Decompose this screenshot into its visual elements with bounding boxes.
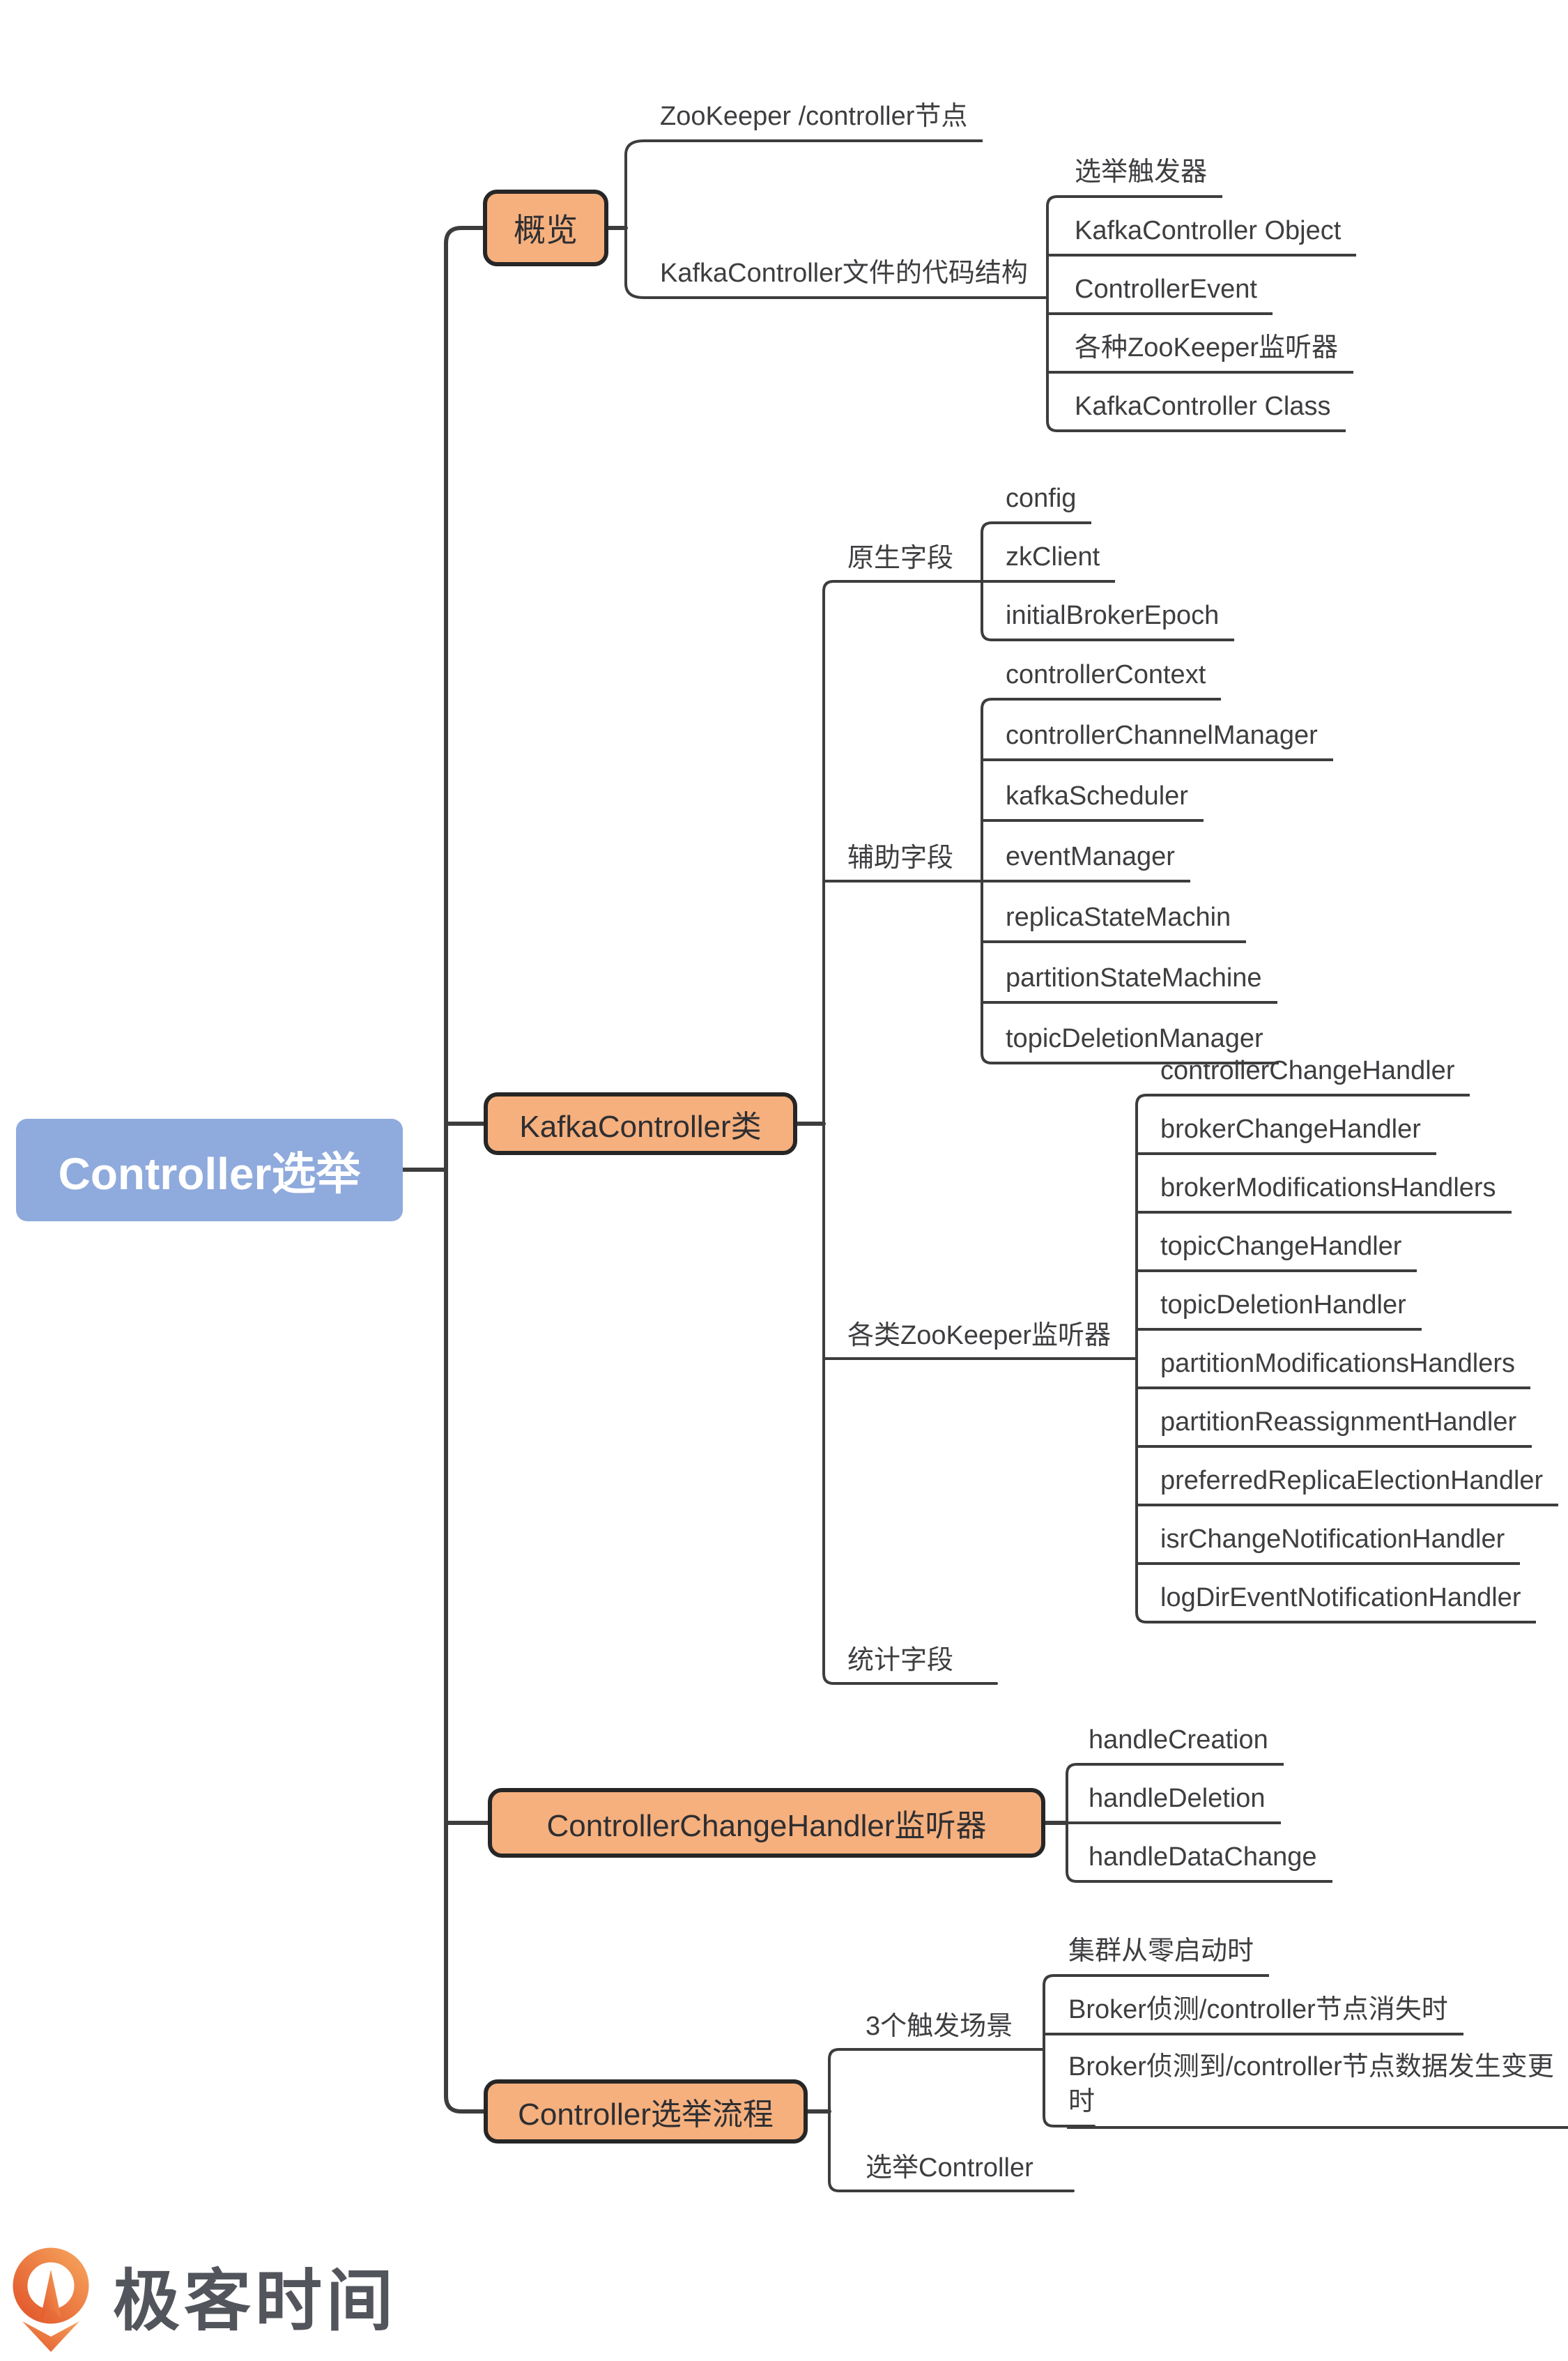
group-label-stats-fields[interactable]: 统计字段	[847, 1646, 954, 1675]
node-controllercontext[interactable]: controllerContext	[1004, 659, 1222, 701]
group-label-elect-controller[interactable]: 选举Controller	[866, 2153, 1033, 2183]
node-replicastatemachin[interactable]: replicaStateMachin	[1004, 901, 1247, 943]
node-kafkacontroller-object[interactable]: KafkaController Object	[1073, 215, 1357, 257]
node-handlecreation[interactable]: handleCreation	[1087, 1724, 1284, 1766]
node-eventmanager[interactable]: eventManager	[1004, 841, 1190, 882]
node-partitionreassignmenthandler[interactable]: partitionReassignmentHandler	[1159, 1406, 1532, 1448]
node-code-structure[interactable]: KafkaController文件的代码结构	[659, 257, 1043, 299]
node-broker-detect-datachange[interactable]: Broker侦测到/controller节点数据发生变更时	[1067, 2049, 1568, 2129]
node-initialbrokerepoch[interactable]: initialBrokerEpoch	[1004, 599, 1235, 641]
node-controllerevent[interactable]: ControllerEvent	[1073, 273, 1273, 315]
node-handledatachange[interactable]: handleDataChange	[1087, 1841, 1332, 1883]
node-zk-listeners[interactable]: 各种ZooKeeper监听器	[1073, 332, 1354, 374]
branch-topic-controllerchangehandler[interactable]: ControllerChangeHandler监听器	[488, 1788, 1045, 1858]
node-isrchangenotificationhandler[interactable]: isrChangeNotificationHandler	[1159, 1523, 1521, 1565]
node-kafkacontroller-class[interactable]: KafkaController Class	[1073, 390, 1346, 432]
node-topicdeletionmanager[interactable]: topicDeletionManager	[1004, 1023, 1279, 1064]
node-controllerchangehandler[interactable]: controllerChangeHandler	[1159, 1055, 1470, 1097]
node-topicdeletionhandler[interactable]: topicDeletionHandler	[1159, 1289, 1422, 1331]
node-brokermodificationshandlers[interactable]: brokerModificationsHandlers	[1159, 1172, 1512, 1214]
node-preferredreplicaelectionhandler[interactable]: preferredReplicaElectionHandler	[1159, 1465, 1559, 1506]
node-topicchangehandler[interactable]: topicChangeHandler	[1159, 1230, 1417, 1272]
node-partitionstatemachine[interactable]: partitionStateMachine	[1004, 962, 1277, 1004]
node-controllerchannelmanager[interactable]: controllerChannelManager	[1004, 719, 1333, 761]
geektime-logo: 极客时间	[13, 2246, 397, 2358]
node-partitionmodificationshandlers[interactable]: partitionModificationsHandlers	[1159, 1347, 1531, 1389]
node-config[interactable]: config	[1004, 482, 1092, 524]
group-label-helper-fields[interactable]: 辅助字段	[847, 843, 954, 873]
node-kafkascheduler[interactable]: kafkaScheduler	[1004, 780, 1204, 822]
node-logdireventnotificationhandler[interactable]: logDirEventNotificationHandler	[1159, 1582, 1537, 1623]
geektime-logo-text: 极客时间	[113, 2264, 397, 2339]
group-label-native-fields[interactable]: 原生字段	[847, 544, 954, 573]
branch-topic-election-flow[interactable]: Controller选举流程	[484, 2079, 808, 2144]
group-label-trigger-scenarios[interactable]: 3个触发场景	[866, 2012, 1013, 2041]
node-zookeeper-controller[interactable]: ZooKeeper /controller节点	[659, 100, 983, 142]
branch-topic-overview[interactable]: 概览	[483, 190, 608, 266]
branch-topic-kafkacontroller-class[interactable]: KafkaController类	[484, 1092, 797, 1155]
node-handledeletion[interactable]: handleDeletion	[1087, 1782, 1281, 1824]
root-topic[interactable]: Controller选举	[16, 1119, 403, 1221]
node-zkclient[interactable]: zkClient	[1004, 541, 1116, 583]
trunk-vertical	[444, 226, 486, 2114]
node-election-trigger[interactable]: 选举触发器	[1073, 156, 1223, 198]
node-brokerchangehandler[interactable]: brokerChangeHandler	[1159, 1113, 1436, 1155]
node-broker-detect-gone[interactable]: Broker侦测/controller节点消失时	[1067, 1994, 1463, 2035]
node-cluster-start[interactable]: 集群从零启动时	[1067, 1935, 1270, 1977]
group-label-zk-handlers[interactable]: 各类ZooKeeper监听器	[847, 1321, 1112, 1350]
geektime-logo-icon	[13, 2247, 89, 2352]
